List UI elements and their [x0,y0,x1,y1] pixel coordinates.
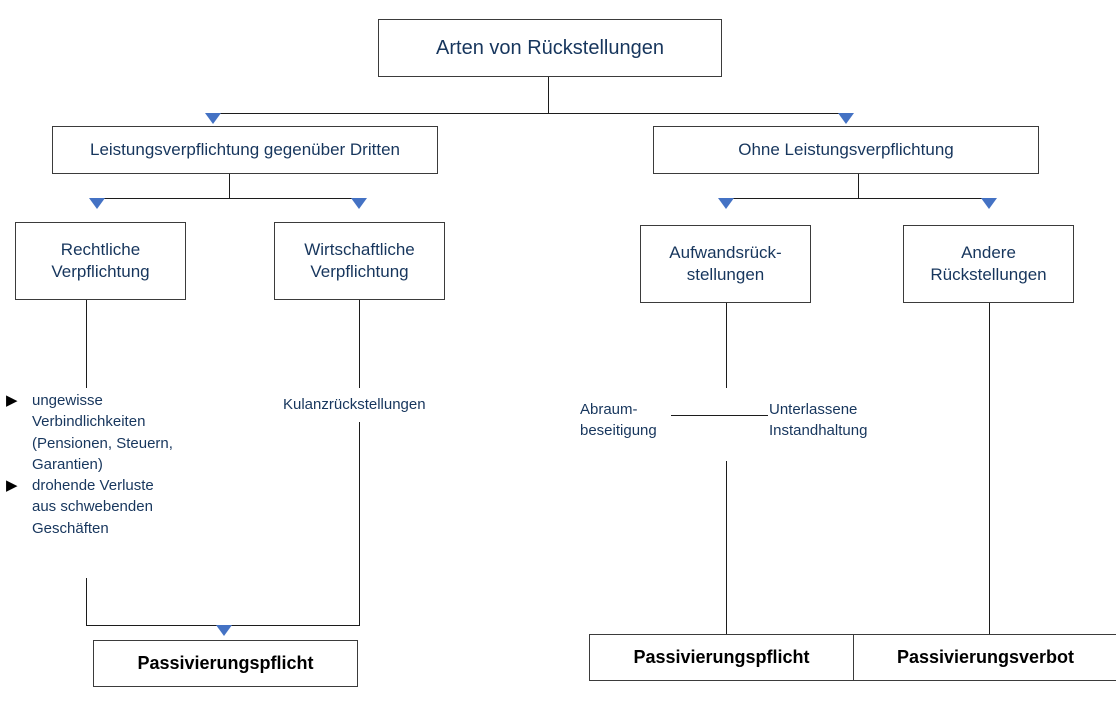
connector-level1-bar [213,113,846,114]
arrow-to-rechtliche-verpflichtung [89,198,105,209]
connector-right-stem [858,174,859,199]
arrow-to-aufwandsrueckstellungen [718,198,734,209]
node-label: Aufwandsrück- stellungen [669,242,782,284]
connector-wirtschaftliche-down [359,300,360,388]
list-item: ▶ drohende Verluste aus schwebenden Gesc… [6,475,231,539]
label-unterlassene-instandhaltung: Unterlassene Instandhaltung [769,401,868,440]
connector-left-bar [97,198,359,199]
triangle-bullet-icon: ▶ [6,477,18,495]
outcome-passivierungsverbot[interactable]: Passivierungsverbot [853,634,1116,681]
outcome-label: Passivierungspflicht [633,646,810,667]
node-label: Andere Rückstellungen [930,242,1047,284]
connector-title-stem [548,77,549,114]
outcome-passivierungspflicht-right[interactable]: Passivierungspflicht [589,634,854,681]
node-label: Arten von Rückstellungen [436,36,664,59]
triangle-bullet-icon: ▶ [6,392,18,409]
outcome-label: Passivierungspflicht [137,652,314,673]
outcome-label: Passivierungsverbot [896,646,1075,667]
list-item: ▶ ungewisse Verbindlichkeiten (Pensionen… [6,390,231,475]
list-item-label: drohende Verluste aus schwebenden Geschä… [32,477,154,537]
connector-aufwands-down-upper [726,303,727,388]
connector-right-bar [726,198,989,199]
node-ohne-leistungsverpflichtung[interactable]: Ohne Leistungsverpflichtung [653,126,1039,174]
arrow-to-leistungsverpflichtung [205,113,221,124]
list-item-label: ungewisse Verbindlichkeiten (Pensionen, … [32,392,173,473]
node-label: Wirtschaftliche Verpflichtung [304,239,415,281]
arrow-to-ohne-leistungsverpflichtung [838,113,854,124]
outcome-passivierungspflicht-left[interactable]: Passivierungspflicht [93,640,358,687]
connector-bracket-left-leg [86,578,87,626]
node-leistungsverpflichtung-gegenueber-dritten[interactable]: Leistungsverpflichtung gegenüber Dritten [52,126,438,174]
connector-bracket-right-leg [359,422,360,626]
connector-left-stem [229,174,230,199]
node-andere-rueckstellungen[interactable]: Andere Rückstellungen [903,225,1074,303]
label-abraumbeseitigung: Abraum- beseitigung [580,401,657,440]
node-arten-von-rueckstellungen[interactable]: Arten von Rückstellungen [378,19,722,77]
connector-rechtliche-down [86,300,87,388]
connector-aufwands-down-lower [726,461,727,634]
node-label: Rechtliche Verpflichtung [51,239,150,281]
arrow-to-wirtschaftliche-verpflichtung [351,198,367,209]
node-label: Ohne Leistungsverpflichtung [738,139,954,159]
arrow-to-andere-rueckstellungen [981,198,997,209]
arrow-to-passivierungspflicht-left [216,625,232,636]
bullet-list-rechtliche: ▶ ungewisse Verbindlichkeiten (Pensionen… [6,390,231,539]
node-rechtliche-verpflichtung[interactable]: Rechtliche Verpflichtung [15,222,186,300]
node-aufwandsrueckstellungen[interactable]: Aufwandsrück- stellungen [640,225,811,303]
connector-andere-down [989,303,990,634]
label-kulanzrueckstellungen: Kulanzrückstellungen [283,396,426,413]
separator-line-abraum-unterlassene [671,415,768,416]
node-wirtschaftliche-verpflichtung[interactable]: Wirtschaftliche Verpflichtung [274,222,445,300]
node-label: Leistungsverpflichtung gegenüber Dritten [90,139,400,159]
